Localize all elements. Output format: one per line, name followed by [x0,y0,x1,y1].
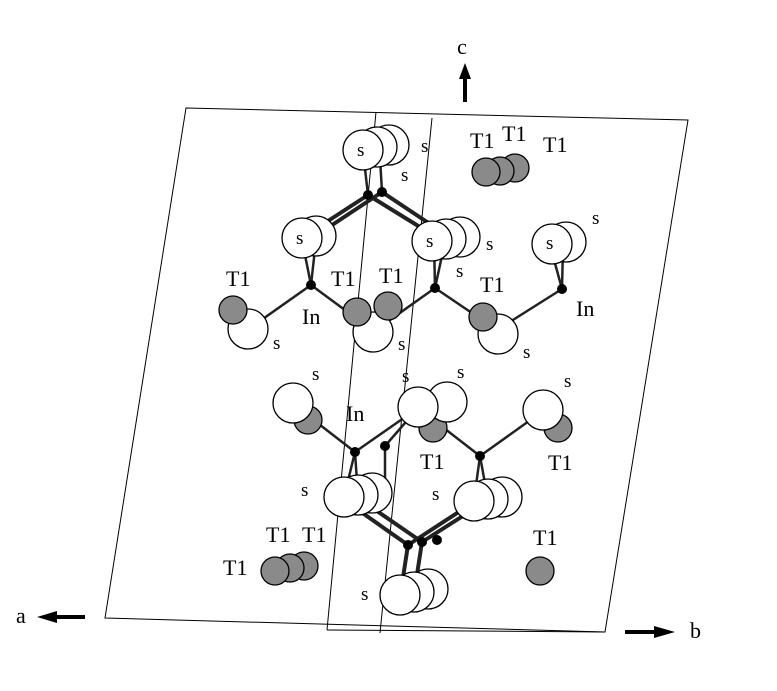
tl-atom [373,291,403,321]
axis-label-b: b [690,618,701,643]
tl-label: T1 [543,132,567,157]
s-label: s [296,228,303,249]
in-atom [363,190,373,200]
s-atom [379,574,421,616]
tl-label: T1 [266,522,290,547]
in-atom [380,441,390,451]
in-atom [430,283,440,293]
axis-indicators [37,63,675,638]
s-label: s [312,364,319,385]
in-atom [306,280,316,290]
axis-label-a: a [16,603,26,628]
s-label: s [426,231,433,252]
tl-label: T1 [480,272,504,297]
in-atom [377,187,387,197]
unit-cell [104,107,689,634]
unit-cell-edge-3 [326,629,606,633]
tl-label: T1 [223,555,247,580]
unit-cell-outline [104,107,689,633]
tl-label: T1 [302,522,326,547]
s-atom [411,220,453,262]
s-label: s [402,366,409,387]
in-label: In [346,401,364,426]
tl-label: T1 [420,449,444,474]
in-atom [475,451,485,461]
s-label: s [357,140,364,161]
axis-label-c: c [457,34,467,59]
s-atom [272,382,314,424]
tl-label: T1 [470,128,494,153]
s-label: s [564,371,571,392]
s-atom [453,480,495,522]
axis-c [459,63,471,102]
tl-atom [342,297,372,327]
s-label: s [432,484,439,505]
in-atom [417,537,427,547]
atoms-lower [260,381,573,616]
atom-labels: s s s s s s s s s s s s s s s s s s s T1… [223,121,599,605]
tl-atom [468,302,498,332]
tl-label: T1 [331,266,355,291]
s-label: s [456,261,463,282]
s-label: s [273,333,280,354]
s-atom [281,217,323,259]
s-atom [397,386,439,428]
axis-labels: c a b [16,34,701,643]
in-atom [432,535,442,545]
s-label: s [457,362,464,383]
tl-atom [260,556,290,586]
s-label: s [301,480,308,501]
tl-label: T1 [533,525,557,550]
tl-label: T1 [548,450,572,475]
in-atom [350,447,360,457]
in-atom [403,540,413,550]
tl-atom [471,157,501,187]
tl-label: T1 [502,121,526,146]
s-label: s [361,584,368,605]
tl-label: T1 [379,263,403,288]
atoms-upper [218,124,587,355]
s-label: s [398,334,405,355]
in-atom [557,284,567,294]
s-label: s [401,165,408,186]
axis-a [37,611,85,623]
s-atom [342,129,384,171]
s-label: s [523,342,530,363]
tl-atom [218,295,248,325]
tl-atom [525,556,555,586]
tl-label: T1 [226,266,250,291]
s-label: s [546,233,553,254]
s-label: s [486,234,493,255]
s-atom [522,389,564,431]
s-atom [531,223,573,265]
in-label: In [302,304,320,329]
s-label: s [592,208,599,229]
s-label: s [421,136,428,157]
s-atom [323,476,365,518]
in-label: In [576,296,594,321]
axis-b [625,626,675,638]
unit-cell-edge-2 [379,117,433,634]
